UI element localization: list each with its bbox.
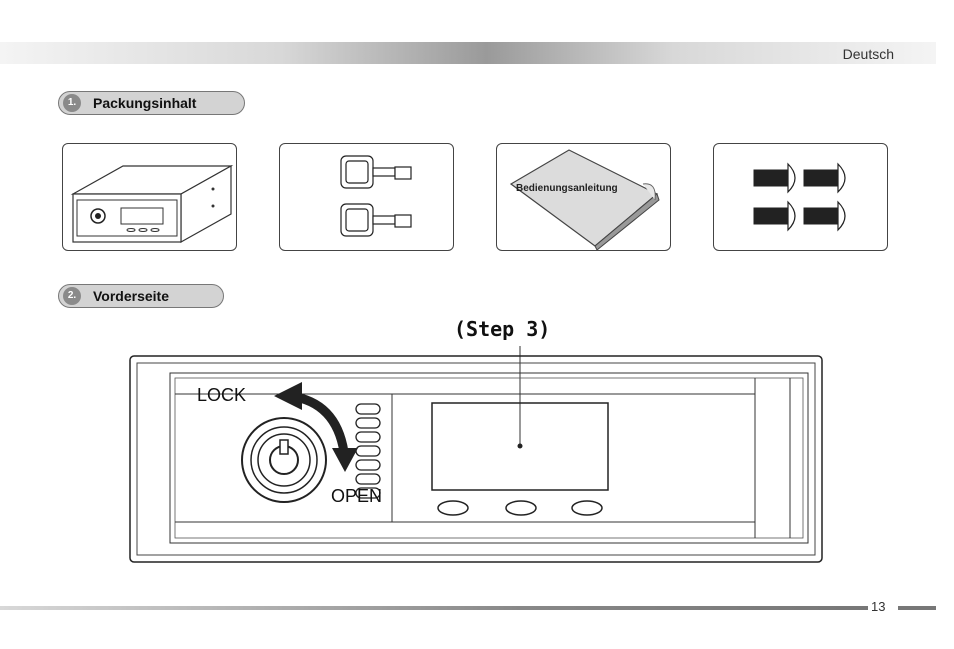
section-heading-package-contents: 1. Packungsinhalt bbox=[58, 91, 245, 115]
package-item-manual bbox=[496, 143, 671, 251]
section-heading-front-side: 2. Vorderseite bbox=[58, 284, 224, 308]
package-item-keys bbox=[279, 143, 454, 251]
section-title: Vorderseite bbox=[93, 288, 169, 304]
section-number: 1. bbox=[63, 94, 81, 112]
manual-label: Bedienungsanleitung bbox=[516, 183, 618, 194]
header-gradient-bar bbox=[0, 42, 936, 64]
package-item-drive-bay bbox=[62, 143, 237, 251]
front-buttons bbox=[437, 500, 603, 516]
key-icon bbox=[340, 155, 412, 189]
step-label: (Step 3) bbox=[454, 317, 551, 341]
footer-bar-end bbox=[898, 606, 936, 610]
section-title: Packungsinhalt bbox=[93, 95, 197, 111]
open-label: OPEN bbox=[331, 486, 383, 506]
package-item-screws bbox=[713, 143, 888, 251]
manual-booklet-illustration bbox=[509, 149, 660, 251]
language-label: Deutsch bbox=[842, 46, 894, 62]
lock-label: LOCK bbox=[197, 385, 247, 405]
screws-illustration bbox=[753, 162, 846, 232]
keys-illustration bbox=[340, 155, 412, 237]
page-number: 13 bbox=[871, 599, 886, 614]
drive-bay-illustration bbox=[70, 164, 234, 244]
key-lock-icon bbox=[241, 417, 327, 503]
section-number: 2. bbox=[63, 287, 81, 305]
key-icon bbox=[340, 203, 412, 237]
lock-grip-ridges bbox=[355, 403, 381, 499]
footer-bar bbox=[0, 606, 868, 610]
